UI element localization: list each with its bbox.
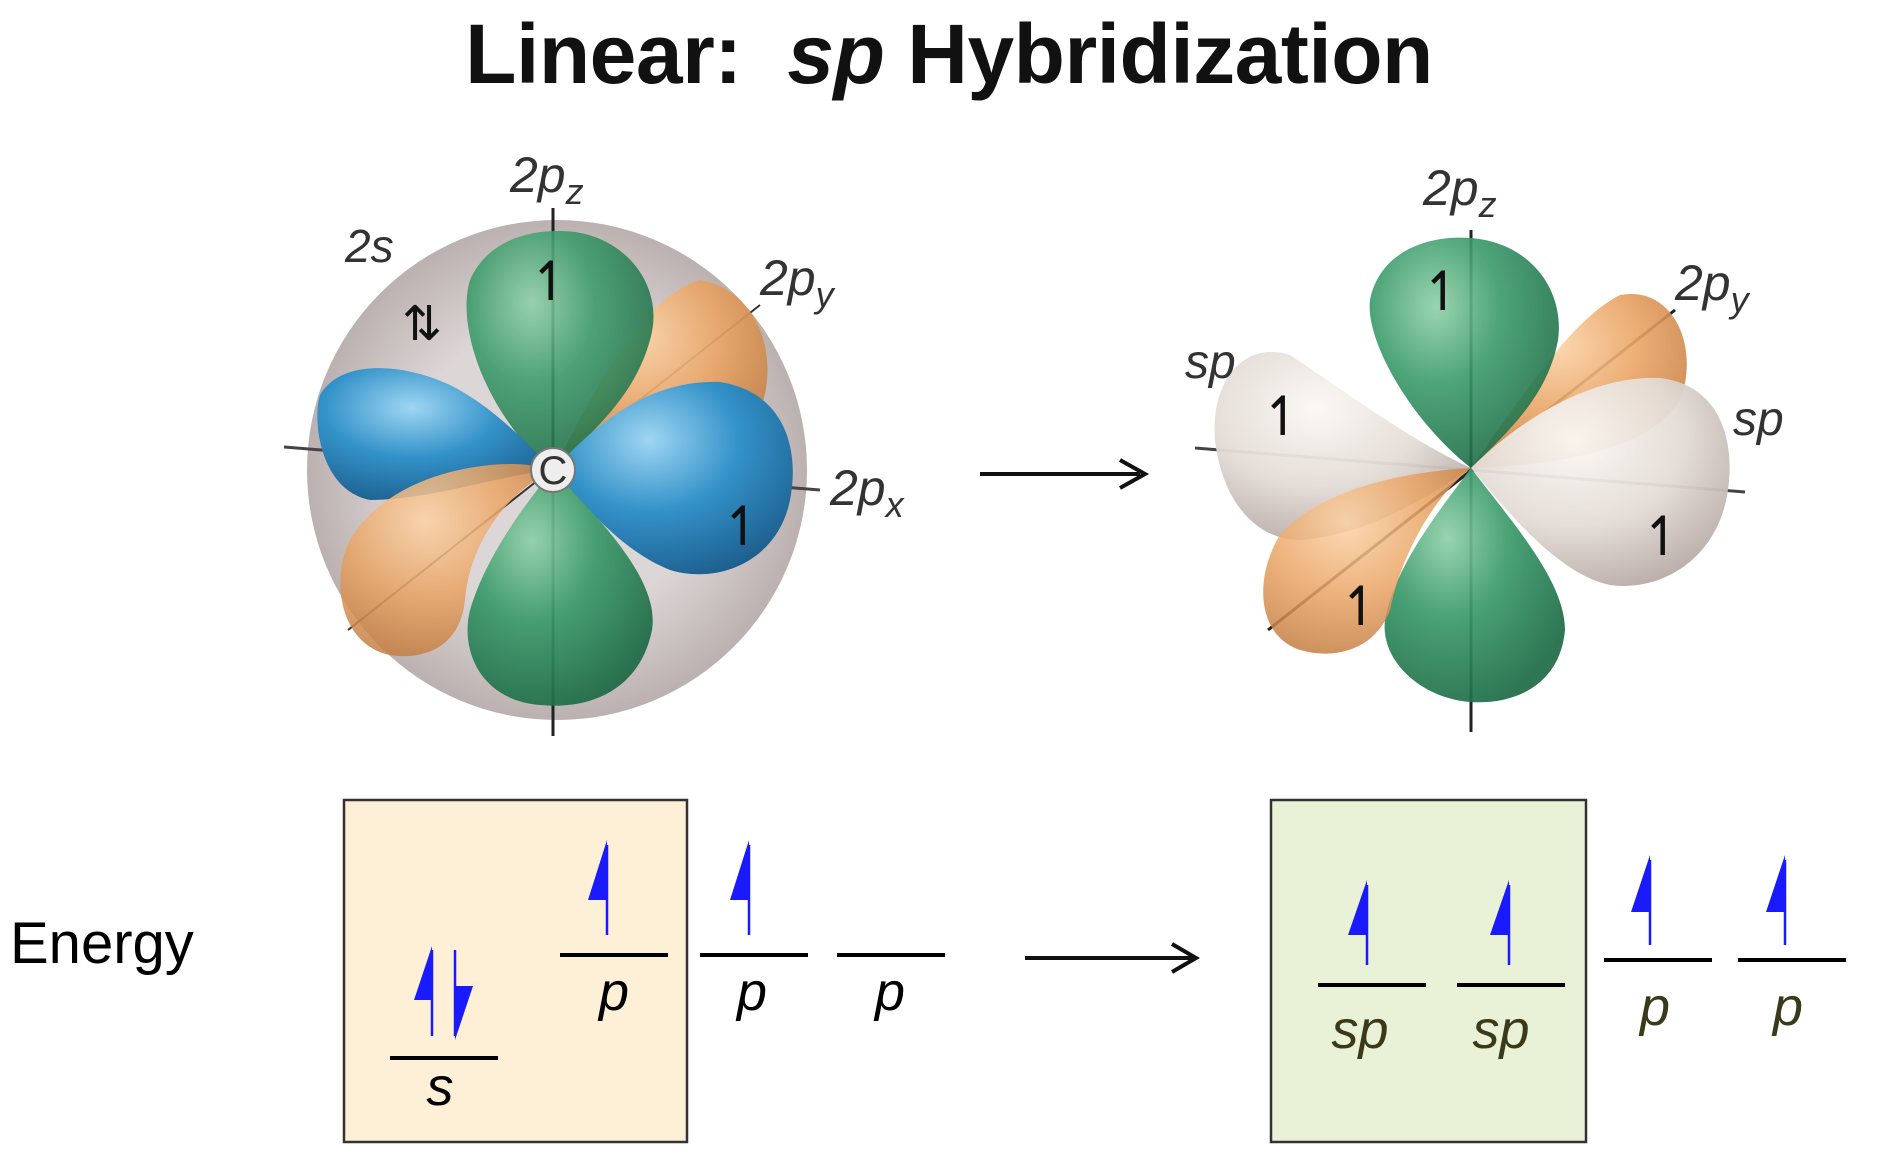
p-level-3-label: p [873,962,905,1022]
p-level-b-electron [1766,855,1787,945]
p-level-1-electron [588,840,609,935]
title-italic: sp [787,7,885,101]
p-level-2-label: p [735,962,767,1022]
p-level-a-label: p [1638,977,1670,1037]
sp-right-spin: ↿ [1640,505,1685,568]
right-orbital-diagram: ↿ ↿ ↿ ↿ 2pz 2py sp sp [1185,160,1784,732]
sp-level-2-electron [1490,880,1511,965]
energy-diagram-after: sp sp p p [1269,798,1846,1144]
sp-level-2-label: sp [1472,1000,1529,1060]
label-2pz-left: 2pz [509,147,584,212]
py-lobe-front [340,463,553,657]
right-pz-lobe-top [1369,237,1559,468]
svg-text:2s: 2s [344,220,394,272]
s-level-label: s [427,1057,454,1117]
hybridizing-box-after [1269,798,1588,1144]
hybridizing-box-before [342,798,689,1144]
sp-left-spin: ↿ [1260,385,1305,448]
p-level-1-label: p [597,962,629,1022]
carbon-atom [530,447,576,493]
s-spin-pair: ⇅ [402,296,442,352]
label-2px-left: 2px [829,460,906,525]
sp-lobe-right [1471,377,1730,586]
top-transition-arrow [980,458,1150,490]
energy-axis-label: Energy [10,911,194,976]
sp-level-1-electron [1348,880,1369,965]
energy-diagram-before: s p p p [342,798,945,1144]
label-2s: 2s [344,220,394,272]
label-2py-right: 2py [1674,255,1751,320]
right-pz-lobe-bottom [1384,468,1565,703]
pz-top-spin: ↿ [528,250,573,313]
title-suffix: Hybridization [907,7,1433,101]
left-orbital-diagram: C ↿ ⇅ ↿ 2s 2pz 2py 2px [283,147,906,736]
bottom-transition-arrow [1025,942,1200,974]
px-right-spin: ↿ [720,495,765,558]
title-prefix: Linear: [465,7,742,101]
slide-title: Linear: sp Hybridization [0,6,1898,103]
pz-lobe-top [466,231,654,470]
p-level-2-electron [730,840,751,935]
carbon-label: C [539,449,568,493]
p-level-b-label: p [1771,977,1803,1037]
p-level-a-electron [1631,855,1652,945]
label-2pz-right: 2pz [1422,160,1497,225]
label-sp-left: sp [1185,336,1236,389]
px-lobe-right [553,381,793,575]
label-2py-left: 2py [759,250,836,315]
label-sp-right: sp [1733,393,1784,446]
sp-level-1-label: sp [1331,1000,1388,1060]
right-py-spin: ↿ [1338,575,1383,638]
pz-lobe-bottom [467,470,653,706]
s-level-electrons [414,946,473,1040]
right-py-lobe-front [1263,468,1471,654]
right-pz-spin: ↿ [1420,260,1465,323]
